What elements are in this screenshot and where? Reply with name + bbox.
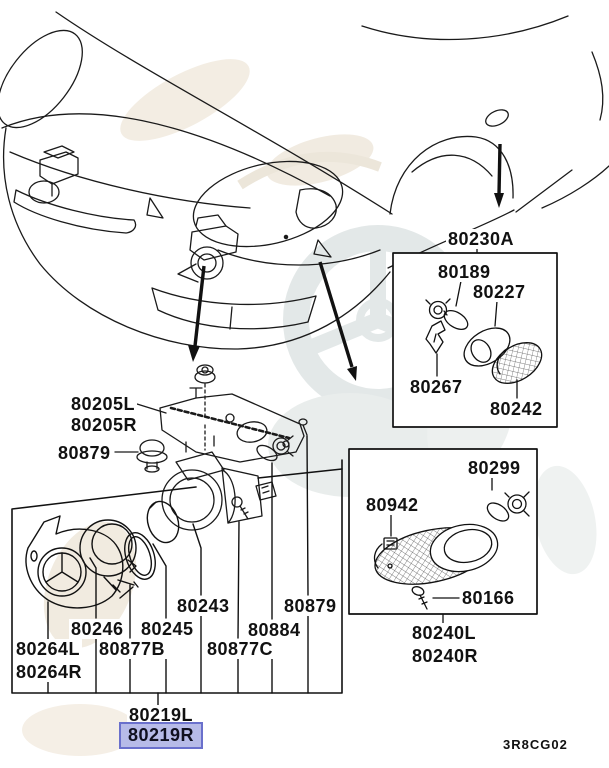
- part-label-80267[interactable]: 80267: [408, 377, 465, 397]
- part-label-80240r[interactable]: 80240R: [410, 646, 481, 666]
- part-label-80879-right[interactable]: 80879: [282, 596, 339, 616]
- part-label-80299[interactable]: 80299: [466, 458, 523, 478]
- part-label-80877b[interactable]: 80877B: [97, 639, 168, 659]
- car-front-drawing: [0, 11, 609, 350]
- part-label-80877c[interactable]: 80877C: [205, 639, 276, 659]
- part-label-80245[interactable]: 80245: [139, 619, 196, 639]
- drawing-code: 3R8CG02: [503, 737, 568, 752]
- part-label-80205l[interactable]: 80205L: [69, 394, 138, 414]
- part-label-80246[interactable]: 80246: [69, 619, 126, 639]
- part-label-80264r[interactable]: 80264R: [14, 662, 85, 682]
- part-label-80264l[interactable]: 80264L: [14, 639, 83, 659]
- arrow-to-front-marker-icon: [318, 261, 357, 381]
- part-label-80942[interactable]: 80942: [364, 495, 421, 515]
- part-label-80189[interactable]: 80189: [436, 262, 493, 282]
- front-side-marker-box: [392, 246, 558, 428]
- part-label-80879-left[interactable]: 80879: [56, 443, 113, 463]
- part-label-80166[interactable]: 80166: [460, 588, 517, 608]
- arrow-to-fender-hole-icon: [494, 143, 504, 208]
- part-label-80205r[interactable]: 80205R: [69, 415, 140, 435]
- part-label-80884[interactable]: 80884: [246, 620, 303, 640]
- fog-lamp-exploded-drawing: [114, 364, 308, 531]
- part-label-80242[interactable]: 80242: [488, 399, 545, 419]
- part-label-80230a[interactable]: 80230A: [446, 229, 517, 249]
- part-label-80240l[interactable]: 80240L: [410, 623, 479, 643]
- part-label-80243[interactable]: 80243: [175, 596, 232, 616]
- arrow-to-fog-lamp-icon: [188, 265, 206, 362]
- locator-arrows: [188, 143, 504, 381]
- part-label-80227[interactable]: 80227: [471, 282, 528, 302]
- fog-lamp-housing-box: [11, 435, 343, 706]
- part-label-80219r-selected[interactable]: 80219R: [119, 722, 203, 749]
- part-label-80219l[interactable]: 80219L: [127, 705, 196, 725]
